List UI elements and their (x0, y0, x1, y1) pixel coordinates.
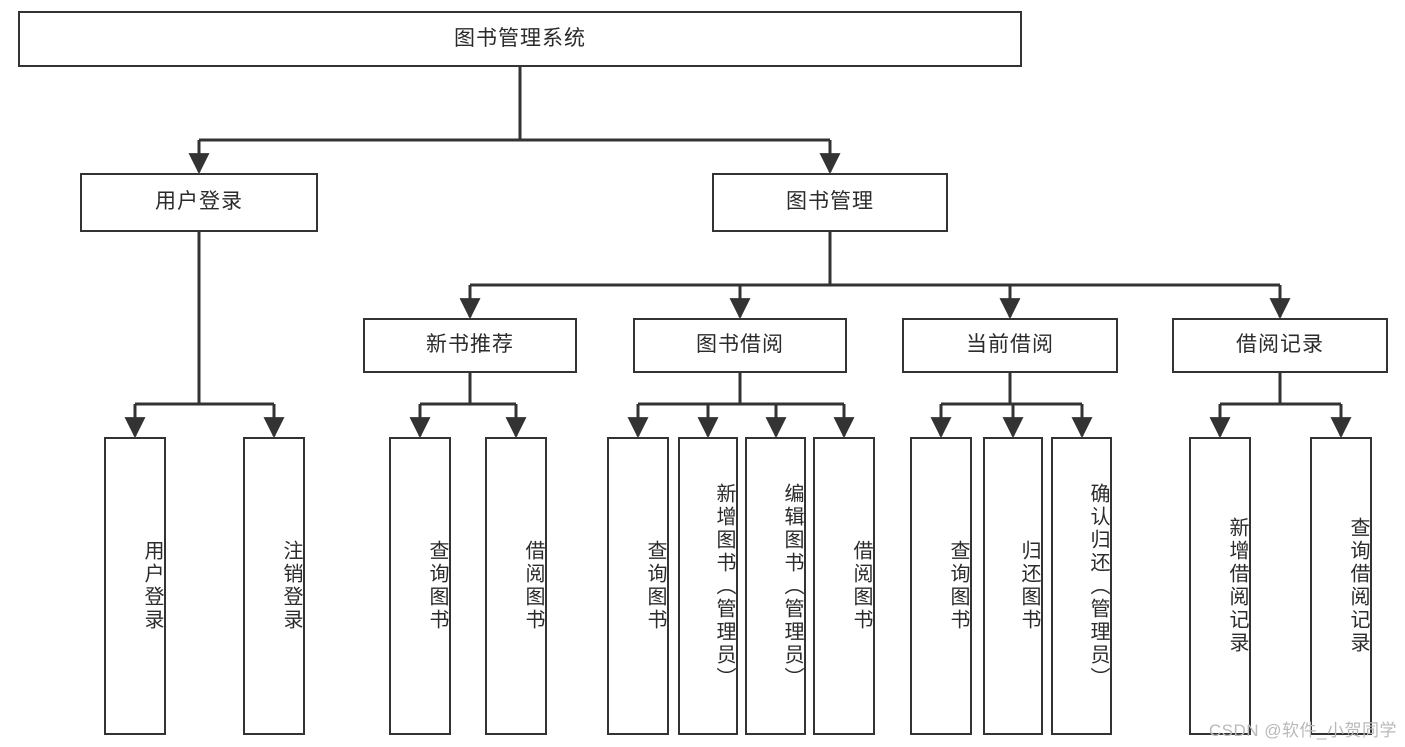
node-label: 借阅图书 (522, 540, 544, 632)
node-leaf-add-record[interactable]: 新增借阅记录 (1189, 437, 1251, 735)
node-label: 图书管理系统 (454, 26, 586, 50)
node-leaf-user-login[interactable]: 用户登录 (104, 437, 166, 735)
node-label: 借阅图书 (850, 540, 872, 632)
node-leaf-query-book-3[interactable]: 查询图书 (910, 437, 972, 735)
node-new-book-recommend[interactable]: 新书推荐 (363, 318, 577, 373)
node-leaf-borrow-book-1[interactable]: 借阅图书 (485, 437, 547, 735)
node-leaf-confirm-return[interactable]: 确认归还（管理员） (1051, 437, 1112, 735)
node-leaf-return-book[interactable]: 归还图书 (983, 437, 1043, 735)
node-label: 查询图书 (644, 540, 666, 632)
node-borrow-record[interactable]: 借阅记录 (1172, 318, 1388, 373)
node-label: 用户登录 (155, 190, 243, 214)
node-leaf-query-book-1[interactable]: 查询图书 (389, 437, 451, 735)
node-label: 查询图书 (426, 540, 448, 632)
node-label: 用户登录 (141, 540, 163, 632)
node-label: 新书推荐 (426, 333, 514, 357)
node-label: 注销登录 (280, 540, 302, 632)
node-book-borrow[interactable]: 图书借阅 (633, 318, 847, 373)
node-label: 图书管理 (786, 190, 874, 214)
node-label: 借阅记录 (1236, 333, 1324, 357)
node-label: 新增借阅记录 (1226, 517, 1248, 655)
node-leaf-edit-book[interactable]: 编辑图书（管理员） (745, 437, 806, 735)
connector-lines (124, 67, 1352, 439)
node-leaf-logout[interactable]: 注销登录 (243, 437, 305, 735)
node-root[interactable]: 图书管理系统 (18, 11, 1022, 67)
node-leaf-add-book[interactable]: 新增图书（管理员） (678, 437, 738, 735)
node-label: 当前借阅 (966, 333, 1054, 357)
node-leaf-query-book-2[interactable]: 查询图书 (607, 437, 669, 735)
node-leaf-borrow-book-2[interactable]: 借阅图书 (813, 437, 875, 735)
node-leaf-query-record[interactable]: 查询借阅记录 (1310, 437, 1372, 735)
node-label: 编辑图书（管理员） (781, 482, 803, 690)
watermark: CSDN @软件_小贺同学 (1208, 721, 1397, 740)
node-label: 确认归还（管理员） (1087, 482, 1109, 690)
node-label: 查询借阅记录 (1347, 517, 1369, 655)
node-user-login[interactable]: 用户登录 (80, 173, 318, 232)
node-book-manage[interactable]: 图书管理 (712, 173, 948, 232)
node-label: 查询图书 (947, 540, 969, 632)
node-label: 新增图书（管理员） (713, 482, 735, 690)
node-label: 归还图书 (1018, 540, 1040, 632)
node-current-borrow[interactable]: 当前借阅 (902, 318, 1118, 373)
node-label: 图书借阅 (696, 333, 784, 357)
